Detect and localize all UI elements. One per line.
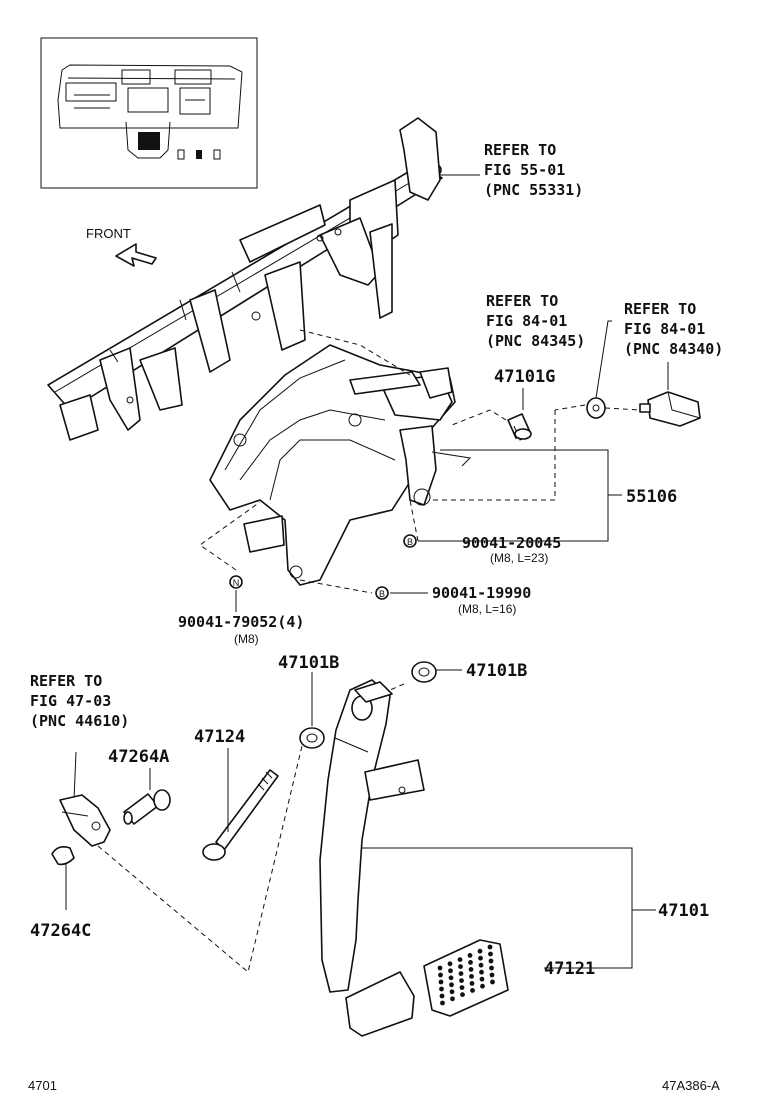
pad-hole xyxy=(459,985,465,990)
pad-hole xyxy=(439,993,445,999)
pad-hole xyxy=(468,960,473,965)
svg-text:FIG 84-01: FIG 84-01 xyxy=(624,320,705,338)
pad-hole xyxy=(468,967,474,972)
pad-hole xyxy=(438,979,444,985)
svg-text:N: N xyxy=(233,578,240,588)
pad-hole xyxy=(437,965,443,971)
pad-hole xyxy=(458,971,464,976)
label-47101: 47101 xyxy=(658,901,709,921)
label-55106: 55106 xyxy=(626,487,677,507)
svg-text:(PNC 84340): (PNC 84340) xyxy=(624,340,723,358)
pad-hole xyxy=(488,958,494,964)
svg-text:(PNC 84345): (PNC 84345) xyxy=(486,332,585,350)
front-arrow xyxy=(115,243,157,267)
label-47101G: 47101G xyxy=(494,367,555,387)
footer-illustration-code: 47A386-A xyxy=(662,1078,720,1093)
pad-hole xyxy=(477,948,483,954)
instrument-panel-beam xyxy=(47,117,443,441)
leader-lines-bottom xyxy=(97,683,656,973)
label-47121: 47121 xyxy=(544,959,595,979)
pad-hole xyxy=(489,965,494,971)
pad-hole xyxy=(460,992,465,997)
pad-hole xyxy=(450,996,455,1002)
pad-hole xyxy=(459,978,464,983)
pin-47264A xyxy=(123,768,171,825)
bolt-47124 xyxy=(202,748,279,861)
pad-hole xyxy=(469,974,474,979)
label-90041-79052-spec: (M8) xyxy=(234,632,259,646)
label-90041-20045: 90041-20045 xyxy=(462,534,561,552)
svg-text:B: B xyxy=(407,537,413,547)
label-47101B-a: 47101B xyxy=(278,653,339,673)
pedal-pad-47121 xyxy=(423,939,509,1017)
pad-hole xyxy=(478,955,483,961)
pad-hole xyxy=(457,957,463,962)
svg-text:B: B xyxy=(379,589,385,599)
pad-hole xyxy=(469,981,475,986)
pad-hole xyxy=(458,964,463,969)
svg-text:REFER TO: REFER TO xyxy=(486,292,558,310)
stop-lamp-switch-84340 xyxy=(554,391,701,427)
pad-hole xyxy=(487,944,493,950)
svg-text:FIG 84-01: FIG 84-01 xyxy=(486,312,567,330)
label-90041-19990: 90041-19990 xyxy=(432,584,531,602)
pad-hole xyxy=(439,986,444,992)
cylinder-link-44610 xyxy=(59,751,111,847)
pad-hole xyxy=(448,968,453,974)
clutch-pedal-47101 xyxy=(319,679,425,1037)
pad-hole xyxy=(480,983,485,989)
footer-figure-number: 4701 xyxy=(28,1078,57,1093)
pad-hole xyxy=(479,969,484,975)
marker-b-2: B xyxy=(375,586,389,600)
label-47124: 47124 xyxy=(194,727,245,747)
svg-text:REFER TO: REFER TO xyxy=(484,141,556,159)
label-front: FRONT xyxy=(86,226,131,241)
svg-text:FIG 47-03: FIG 47-03 xyxy=(30,692,111,710)
pad-hole xyxy=(438,972,443,978)
pad-hole xyxy=(490,979,495,985)
pad-hole xyxy=(470,988,475,993)
leader-lines-top xyxy=(199,174,669,612)
label-90041-20045-spec: (M8, L=23) xyxy=(490,551,548,565)
pad-hole xyxy=(467,953,473,958)
pad-holes xyxy=(437,944,495,1006)
label-90041-19990-spec: (M8, L=16) xyxy=(458,602,516,616)
clip-47264C xyxy=(51,846,75,910)
svg-text:(PNC 55331): (PNC 55331) xyxy=(484,181,583,199)
pad-hole xyxy=(440,1000,445,1006)
pad-hole xyxy=(447,961,453,967)
bolt-47101G xyxy=(451,409,532,441)
label-refer-55331: REFER TO FIG 55-01 (PNC 55331) xyxy=(484,141,583,199)
svg-text:REFER TO: REFER TO xyxy=(30,672,102,690)
marker-b-1: B xyxy=(403,534,417,548)
pad-hole xyxy=(489,972,495,978)
svg-text:FIG 55-01: FIG 55-01 xyxy=(484,161,565,179)
inset-dashboard-view xyxy=(40,37,258,189)
label-refer-84345: REFER TO FIG 84-01 (PNC 84345) xyxy=(486,292,585,350)
svg-text:REFER TO: REFER TO xyxy=(624,300,696,318)
marker-n: N xyxy=(229,575,243,589)
label-47264A: 47264A xyxy=(108,747,169,767)
label-47264C: 47264C xyxy=(30,921,91,941)
bushing-47101B-a xyxy=(299,672,325,749)
label-47101B-b: 47101B xyxy=(466,661,527,681)
pad-hole xyxy=(488,951,493,957)
pedal-bracket-55106 xyxy=(209,344,472,586)
svg-text:(PNC 44610): (PNC 44610) xyxy=(30,712,129,730)
pad-hole xyxy=(449,989,455,995)
pad-hole xyxy=(449,982,454,988)
pad-hole xyxy=(478,962,484,968)
pad-hole xyxy=(448,975,454,981)
label-90041-79052: 90041-79052(4) xyxy=(178,613,304,631)
label-refer-44610: REFER TO FIG 47-03 (PNC 44610) xyxy=(30,672,129,730)
pad-hole xyxy=(479,976,485,982)
label-refer-84340: REFER TO FIG 84-01 (PNC 84340) xyxy=(624,300,723,358)
bushing-47101B-b xyxy=(411,661,462,683)
